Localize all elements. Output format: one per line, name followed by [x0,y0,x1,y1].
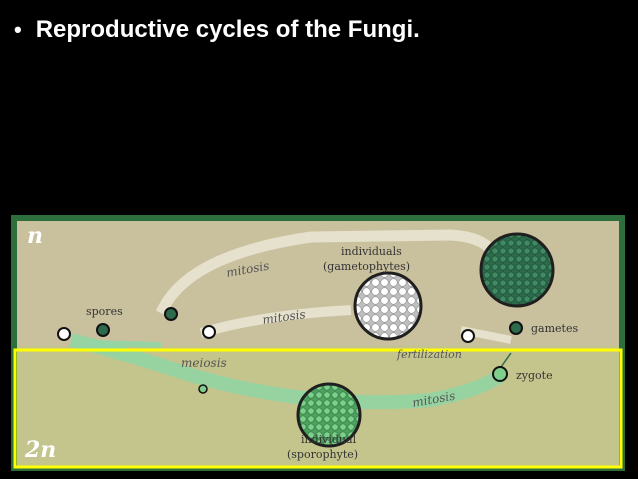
spore-dark-upper [164,307,178,321]
spore-white-right [202,325,216,339]
gamete-white [461,329,475,343]
fertilization-arrow [500,352,512,368]
sporophyte [296,382,362,448]
gametophyte-white [353,271,423,341]
flow-arrow-meiosis [69,333,506,410]
gametes-label: gametes [531,322,578,335]
meiosis-cell [198,384,208,394]
individual-label: individual [301,433,357,446]
diagram-canvas: n 2n individuals (gametophytes) mitosis … [13,221,623,469]
slide-title: • Reproductive cycles of the Fungi. [14,16,420,44]
spores-label: spores [86,305,123,318]
bullet-point: • [14,17,22,42]
meiosis-label: meiosis [181,356,227,370]
zygote-label: zygote [516,369,553,382]
haploid-label: n [27,223,43,249]
gamete-dark [509,321,523,335]
spore-white [57,327,71,341]
highlight-box [13,348,623,469]
sporophyte-label: (sporophyte) [287,448,358,461]
gametophytes-label: (gametophytes) [323,260,410,273]
spore-dark [96,323,110,337]
mitosis-middle-label: mitosis [261,307,306,327]
gametophyte-dark [479,232,555,308]
slide-title-text: Reproductive cycles of the Fungi. [35,16,420,43]
flow-arrow-top [155,229,496,316]
fertilization-label: fertilization [396,348,462,361]
diploid-label: 2n [24,437,56,463]
individuals-label: individuals [341,245,402,258]
flow-arrow-meiosis-spores [90,340,162,348]
fungi-life-cycle-diagram: n 2n individuals (gametophytes) mitosis … [11,215,625,471]
zygote-cell [492,366,508,382]
